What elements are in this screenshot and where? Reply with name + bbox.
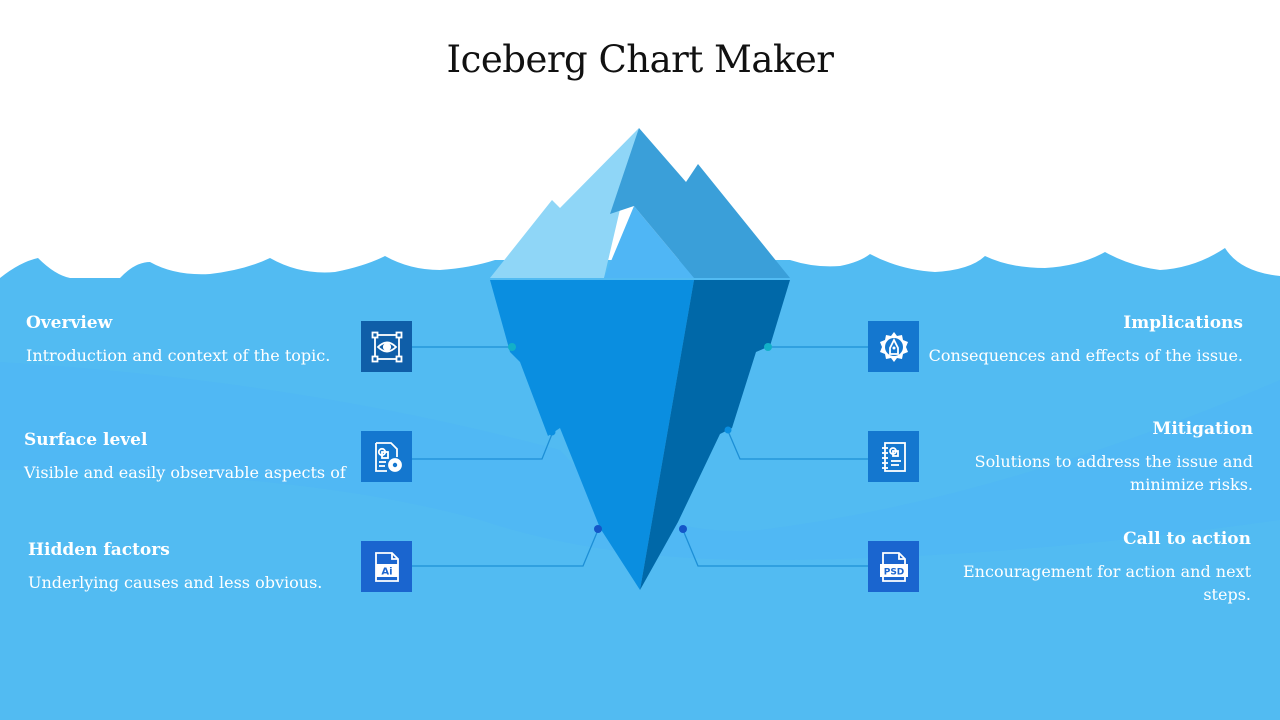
item-overview: Overview Introduction and context of the… <box>26 313 330 367</box>
item-title: Hidden factors <box>28 540 170 560</box>
psd-file-label: PSD <box>883 567 904 577</box>
connector-dots <box>508 343 772 533</box>
connectors-right <box>682 346 868 567</box>
item-mitigation: Mitigation Solutions to address the issu… <box>953 419 1253 496</box>
item-description: Encouragement for action and next steps. <box>963 562 1251 604</box>
ai-file-label: Ai <box>381 566 392 577</box>
item-title: Mitigation <box>1152 419 1254 439</box>
iceberg-under-right <box>640 280 790 590</box>
water-band <box>0 362 1280 560</box>
item-description: Consequences and effects of the issue. <box>928 346 1243 365</box>
item-description: Underlying causes and less obvious. <box>28 573 323 592</box>
ai-file-icon: Ai <box>361 541 412 592</box>
item-description: Introduction and context of the topic. <box>26 346 331 365</box>
item-surface-level: Surface level Visible and easily observa… <box>24 430 346 484</box>
connectors-left <box>412 346 599 567</box>
page-title: Iceberg Chart Maker <box>446 38 834 81</box>
psd-file-icon: PSD <box>868 541 919 592</box>
water-deep <box>0 470 1280 720</box>
item-call-to-action: Call to action Encouragement for action … <box>941 529 1251 606</box>
notebook-icon <box>868 431 919 482</box>
item-title: Surface level <box>24 430 148 450</box>
document-settings-icon <box>361 431 412 482</box>
item-implications: Implications Consequences and effects of… <box>883 313 1243 367</box>
eye-frame-icon <box>361 321 412 372</box>
gear-pen-icon <box>868 321 919 372</box>
iceberg-peak-right <box>610 128 790 278</box>
item-title: Overview <box>26 313 113 333</box>
item-title: Call to action <box>1123 529 1251 549</box>
item-hidden-factors: Hidden factors Underlying causes and les… <box>28 540 322 594</box>
iceberg-peak-center <box>604 206 694 278</box>
item-description: Solutions to address the issue and minim… <box>974 452 1253 494</box>
item-title: Implications <box>1123 313 1243 333</box>
iceberg-peak-left <box>490 128 639 278</box>
iceberg-under-left <box>490 280 694 590</box>
item-description: Visible and easily observable aspects of <box>24 463 346 482</box>
